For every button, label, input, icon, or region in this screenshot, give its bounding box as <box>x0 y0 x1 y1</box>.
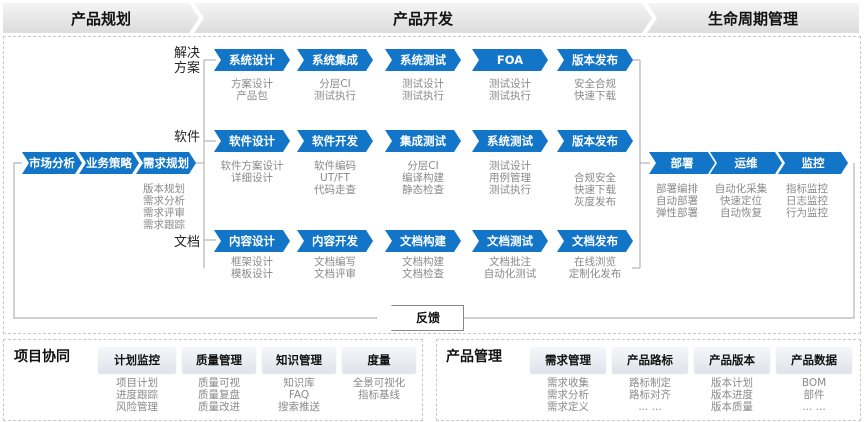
step-doc-test[interactable]: 文档测试 <box>472 230 548 252</box>
lane-label-software: 软件 <box>173 130 200 145</box>
tab-product-roadmap-details: 路标制定路标对齐... ... <box>629 377 671 413</box>
step-software-design-details: 软件方案设计详细设计 <box>220 160 284 184</box>
step-release-solution-details: 安全合规快速下载 <box>574 78 616 102</box>
step-operations[interactable]: 运维 <box>710 152 782 174</box>
tab-knowledge-management[interactable]: 知识管理 <box>262 347 336 373</box>
step-doc-build[interactable]: 文档构建 <box>385 230 461 252</box>
step-content-design[interactable]: 内容设计 <box>214 230 290 252</box>
main-frame <box>3 36 861 334</box>
step-market-analysis[interactable]: 市场分析 <box>22 152 82 174</box>
tab-metrics[interactable]: 度量 <box>342 347 416 373</box>
tab-plan-monitoring-details: 项目计划进度跟踪风险管理 <box>116 377 158 413</box>
step-foa[interactable]: FOA <box>472 49 548 71</box>
phase-product-development: 产品开发 <box>194 3 652 33</box>
tab-requirement-management-details: 需求收集需求分析需求定义 <box>547 377 589 413</box>
step-content-design-details: 框架设计模板设计 <box>231 256 273 280</box>
step-content-development-details: 文档编写文档评审 <box>314 256 356 280</box>
step-business-strategy[interactable]: 业务策略 <box>79 152 139 174</box>
tab-product-version[interactable]: 产品版本 <box>694 347 770 373</box>
step-monitoring[interactable]: 监控 <box>778 152 848 174</box>
step-system-test-solution[interactable]: 系统测试 <box>385 49 461 71</box>
step-system-test-software-details: 测试设计用例管理测试执行 <box>489 160 531 196</box>
project-collab-title: 项目协同 <box>14 349 70 365</box>
step-monitoring-details: 指标监控日志监控行为监控 <box>786 183 828 219</box>
step-doc-build-details: 文档构建文档检查 <box>402 256 444 280</box>
step-release-software[interactable]: 版本发布 <box>557 130 633 152</box>
tab-quality-management-details: 质量可视质量复盘质量改进 <box>198 377 240 413</box>
step-system-test-software[interactable]: 系统测试 <box>472 130 548 152</box>
step-deploy[interactable]: 部署 <box>649 152 715 174</box>
step-system-design-details: 方案设计产品包 <box>231 78 273 102</box>
step-software-design[interactable]: 软件设计 <box>214 130 290 152</box>
step-foa-details: 测试设计测试执行 <box>489 78 531 102</box>
step-doc-release-details: 在线浏览定制化发布 <box>568 256 622 280</box>
tab-product-data[interactable]: 产品数据 <box>776 347 852 373</box>
step-software-development[interactable]: 软件开发 <box>297 130 373 152</box>
lane-label-solution: 解决方案 <box>173 46 200 76</box>
step-system-design[interactable]: 系统设计 <box>214 49 290 71</box>
step-system-integration[interactable]: 系统集成 <box>297 49 373 71</box>
step-system-test-solution-details: 测试设计测试执行 <box>402 78 444 102</box>
tab-plan-monitoring[interactable]: 计划监控 <box>98 347 176 373</box>
feedback-label: 反馈 <box>415 311 440 325</box>
step-doc-release[interactable]: 文档发布 <box>557 230 633 252</box>
tab-requirement-management[interactable]: 需求管理 <box>530 347 606 373</box>
phase-lifecycle-management: 生命周期管理 <box>647 3 859 33</box>
step-integration-test[interactable]: 集成测试 <box>385 130 461 152</box>
product-mgmt-title: 产品管理 <box>446 349 502 365</box>
step-deploy-details: 部署编排自动部署弹性部署 <box>656 183 698 219</box>
step-requirement-planning[interactable]: 需求规划 <box>136 152 196 174</box>
tab-metrics-details: 全景可视化指标基线 <box>352 377 406 401</box>
tab-product-version-details: 版本计划版本进度版本质量 <box>711 377 753 413</box>
step-content-development[interactable]: 内容开发 <box>297 230 373 252</box>
feedback-arrow <box>376 305 464 331</box>
tab-quality-management[interactable]: 质量管理 <box>182 347 256 373</box>
step-release-software-details: 合规安全快速下载灰度发布 <box>574 172 616 208</box>
tab-product-roadmap[interactable]: 产品路标 <box>612 347 688 373</box>
phase-product-planning: 产品规划 <box>3 3 199 33</box>
step-doc-test-details: 文档批注自动化测试 <box>483 256 537 280</box>
lane-label-docs: 文档 <box>173 235 200 250</box>
step-requirement-planning-details: 版本规划需求分析 需求评审需求跟踪 <box>143 183 185 231</box>
step-operations-details: 自动化采集快速定位自动恢复 <box>714 183 768 219</box>
step-release-solution[interactable]: 版本发布 <box>557 49 633 71</box>
